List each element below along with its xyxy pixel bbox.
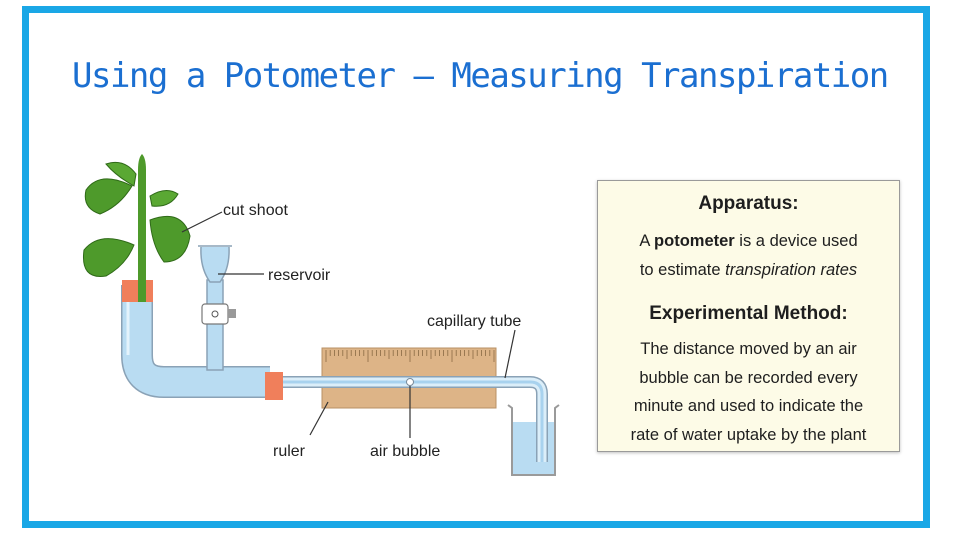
tap-valve [201,303,229,325]
slide-title: Using a Potometer – Measuring Transpirat… [72,56,889,96]
beaker [507,404,560,476]
apparatus-line-2: to estimate transpiration rates [639,260,858,279]
term-potometer: potometer [654,232,735,250]
label-ruler: ruler [273,443,306,460]
method-line: The distance moved by an air [640,340,857,358]
reservoir-funnel [200,246,230,283]
label-cut-shoot: cut shoot [223,202,288,219]
beaker-water [512,422,555,474]
tap-handle [228,309,236,318]
potometer-diagram: cut shoot reservoir capillary tube ruler… [82,154,560,476]
reservoir-stem [206,279,224,371]
method-line: rate of water uptake by the plant [630,425,867,444]
shoot-bung [122,280,153,302]
term-transpiration-rates: transpiration rates [725,260,858,279]
leaf [149,190,179,207]
label-capillary-tube: capillary tube [427,313,521,330]
cut-shoot [82,154,191,302]
info-panel: Apparatus: A potometer is a device used … [597,180,900,452]
ruler-ticks [325,350,495,362]
method-line: bubble can be recorded every [639,368,858,387]
capillary-tube [270,376,548,462]
leaf [84,178,133,215]
leaf [105,161,137,187]
leaf [149,216,191,263]
method-line: minute and used to indicate the [633,397,864,415]
leader-lines [181,211,516,438]
leaf [82,238,135,277]
air-bubble [406,378,414,386]
label-reservoir: reservoir [268,267,331,284]
apparatus-heading: Apparatus: [698,193,799,214]
label-air-bubble: air bubble [370,443,440,460]
beaker-glass [507,404,560,476]
tube-bung [265,372,283,400]
apparatus-line-1: A potometer is a device used [639,232,858,250]
method-heading: Experimental Method: [649,303,848,324]
reservoir [198,245,236,371]
plant-stem [138,154,146,302]
